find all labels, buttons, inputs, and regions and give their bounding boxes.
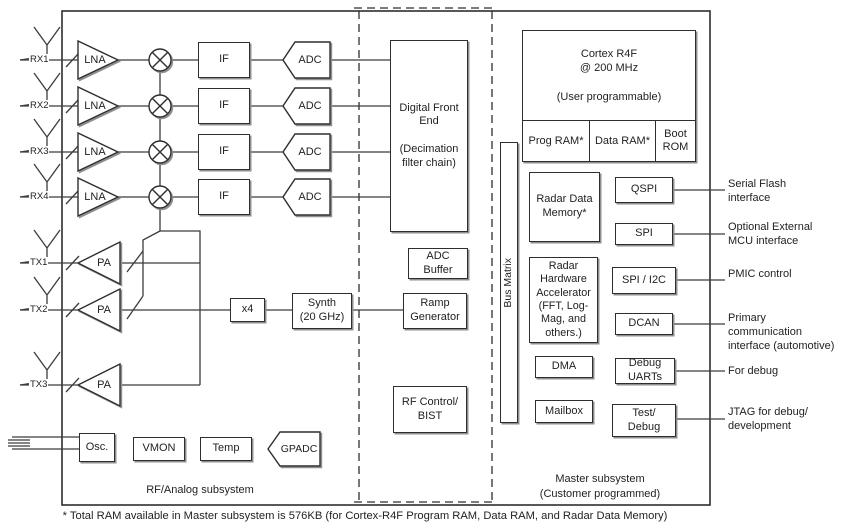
port-label-rx4: RX4 <box>29 191 50 202</box>
pa-shape-tx2 <box>76 287 121 333</box>
test-debug-block: Test/ Debug <box>612 404 676 437</box>
label-primary-communication: Primary communication interface (automot… <box>728 312 835 352</box>
if-block-rx3: IF <box>198 134 250 170</box>
if-block-rx1: IF <box>198 42 250 78</box>
mixer-icons <box>148 48 172 209</box>
pa-shape-tx3 <box>76 362 121 408</box>
adc-shape-rx2 <box>282 87 331 125</box>
rf-control-bist-block: RF Control/ BIST <box>393 386 467 433</box>
bus-matrix-block: Bus Matrix <box>500 142 518 423</box>
dma-block: DMA <box>535 356 593 378</box>
port-label-rx2: RX2 <box>29 100 50 111</box>
cortex-r4f-block: Cortex R4F @ 200 MHz (User programmable)… <box>522 30 696 162</box>
boot-rom-block: Boot ROM <box>655 121 695 161</box>
if-block-rx2: IF <box>198 88 250 124</box>
mixer-icon-rx4 <box>148 185 172 209</box>
lna-label-rx2: LNA <box>84 100 106 112</box>
digital-front-end-block: Digital Front End (Decimation filter cha… <box>390 40 468 232</box>
chip-border <box>61 10 711 506</box>
vmon-block: VMON <box>133 437 185 461</box>
label-pmic-control: PMIC control <box>728 268 792 280</box>
gpadc-shape <box>267 431 321 467</box>
adc-shape-rx4 <box>282 178 331 216</box>
port-label-rx3: RX3 <box>29 146 50 157</box>
temp-block: Temp <box>200 437 252 461</box>
adc-label-rx1: ADC <box>298 54 322 66</box>
qspi-block: QSPI <box>615 177 673 203</box>
adc-label-rx4: ADC <box>298 191 322 203</box>
mixer-icon-rx3 <box>148 140 172 164</box>
pa-shape-tx1 <box>76 240 121 286</box>
debug-uarts-block: Debug UARTs <box>615 357 675 384</box>
label-for-debug: For debug <box>728 365 779 377</box>
lna-amplifier-shapes <box>77 39 120 218</box>
mixer-icon-rx1 <box>148 48 172 72</box>
rf-analog-subsystem-caption: RF/Analog subsystem <box>146 484 254 496</box>
port-label-tx3: TX3 <box>29 379 49 390</box>
adc-buffer-block: ADC Buffer <box>408 248 468 279</box>
pa-label-tx2: PA <box>97 304 111 316</box>
data-ram-block: Data RAM* <box>589 121 655 161</box>
mailbox-block: Mailbox <box>535 400 593 423</box>
lna-shape-rx3 <box>77 131 120 173</box>
if-block-rx4: IF <box>198 179 250 215</box>
signal-wires <box>8 52 725 450</box>
lna-shape-rx4 <box>77 176 120 218</box>
prog-ram-block: Prog RAM* <box>528 134 584 147</box>
pa-label-tx1: PA <box>97 257 111 269</box>
master-subsystem-caption: Master subsystem (Customer programmed) <box>539 473 661 500</box>
spi-i2c-block: SPI / I2C <box>612 267 676 294</box>
spi-block: SPI <box>615 223 673 245</box>
radar-data-memory-block: Radar Data Memory* <box>529 172 600 242</box>
pa-amplifier-shapes <box>76 240 121 408</box>
adc-label-rx2: ADC <box>298 100 322 112</box>
gpadc-label: GPADC <box>280 443 318 455</box>
antenna-icons <box>19 26 61 386</box>
label-jtag-debug: JTAG for debug/ development <box>728 406 808 432</box>
cortex-r4f-label: Cortex R4F @ 200 MHz (User programmable) <box>556 47 662 103</box>
lna-label-rx3: LNA <box>84 146 106 158</box>
osc-block: Osc. <box>79 433 115 462</box>
dcan-block: DCAN <box>615 313 673 335</box>
label-optional-external-mcu: Optional External MCU interface <box>728 221 813 247</box>
port-label-tx1: TX1 <box>29 257 49 268</box>
adc-shape-rx1 <box>282 41 331 79</box>
radar-hw-accelerator-block: Radar Hardware Accelerator (FFT, Log- Ma… <box>529 257 598 343</box>
ramp-generator-block: Ramp Generator <box>403 293 467 329</box>
footnote: * Total RAM available in Master subsyste… <box>62 510 668 522</box>
subsystem-dashed-boundary <box>354 7 495 505</box>
synth-block: Synth (20 GHz) <box>292 293 352 329</box>
lna-label-rx1: LNA <box>84 54 106 66</box>
adc-shapes <box>267 41 331 467</box>
mixer-icon-rx2 <box>148 94 172 118</box>
x4-multiplier-block: x4 <box>230 298 265 322</box>
label-serial-flash-interface: Serial Flash interface <box>728 178 787 204</box>
port-label-tx2: TX2 <box>29 304 49 315</box>
lna-shape-rx2 <box>77 85 120 127</box>
adc-shape-rx3 <box>282 133 331 171</box>
crystal-icon <box>8 436 79 450</box>
port-label-rx1: RX1 <box>29 54 50 65</box>
pa-label-tx3: PA <box>97 379 111 391</box>
cortex-memory-row: Prog RAM* Data RAM* Boot ROM <box>523 120 695 161</box>
lna-label-rx4: LNA <box>84 191 106 203</box>
adc-label-rx3: ADC <box>298 146 322 158</box>
lna-shape-rx1 <box>77 39 120 81</box>
